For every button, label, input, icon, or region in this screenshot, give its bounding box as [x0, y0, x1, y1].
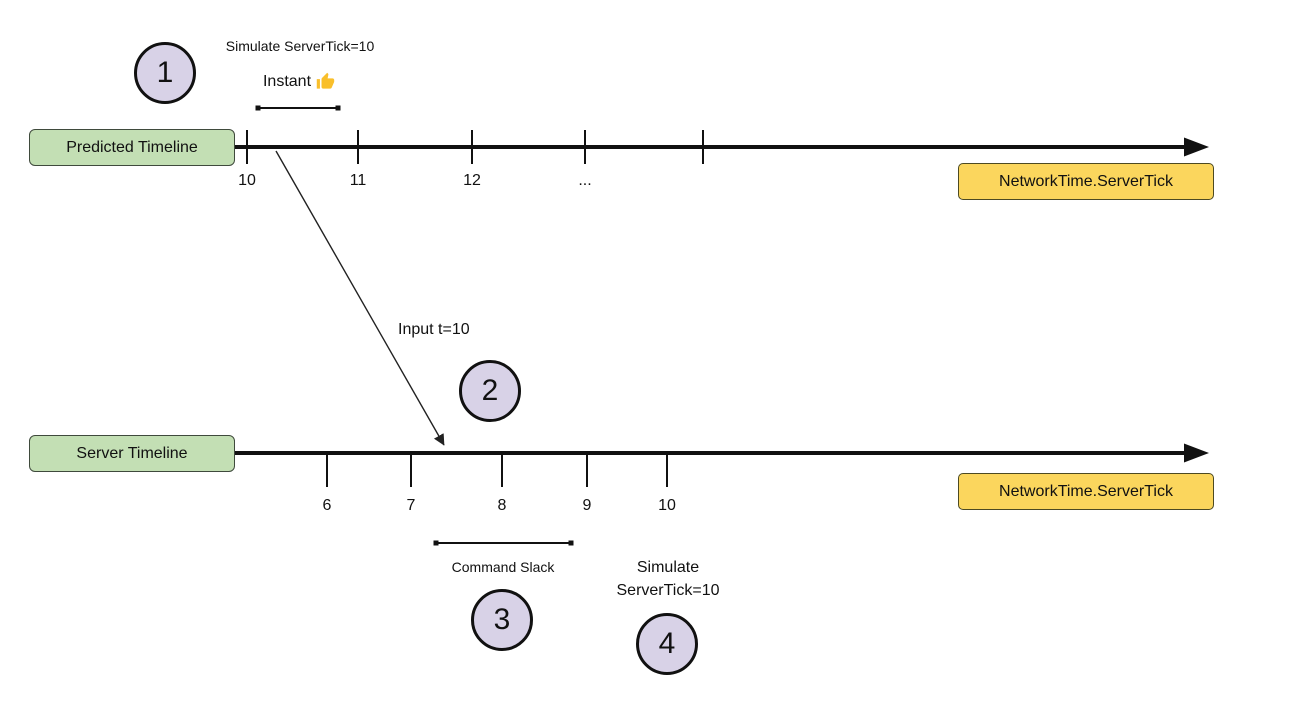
- predicted-tick-label-2: 12: [463, 172, 481, 189]
- simulate-servertick-label-bottom: Simulate ServerTick=10: [617, 556, 720, 602]
- server-tick-label-1: 7: [406, 497, 416, 514]
- instant-label: Instant: [262, 72, 312, 90]
- thumbs-up-icon: [316, 72, 335, 89]
- server-timeline-label-box: Server Timeline: [29, 435, 235, 472]
- predicted-axis-ticks: [246, 130, 704, 164]
- input-label: Input t=10: [398, 321, 470, 338]
- simulate-line-1: Simulate: [636, 559, 700, 576]
- predicted-timeline-label-box: Predicted Timeline: [29, 129, 235, 166]
- predicted-tick-label-3: ...: [578, 172, 592, 189]
- step-4-marker: 4: [636, 613, 698, 675]
- server-tick-label-4: 10: [658, 497, 676, 514]
- server-axis-arrowhead: [1184, 443, 1209, 463]
- server-axis-ticks: [326, 455, 668, 487]
- predicted-tick-label-0: 10: [238, 172, 256, 189]
- simulate-line-2: ServerTick=10: [616, 582, 720, 599]
- input-arrow: [275, 150, 445, 446]
- server-tick-label-2: 8: [497, 497, 507, 514]
- network-time-badge-server: NetworkTime.ServerTick: [958, 473, 1214, 510]
- network-time-badge-predicted: NetworkTime.ServerTick: [958, 163, 1214, 200]
- instant-label-row: Instant: [263, 72, 335, 91]
- instant-range-bracket: [255, 105, 341, 111]
- command-slack-label: Command Slack: [451, 559, 555, 575]
- step-2-marker: 2: [459, 360, 521, 422]
- server-tick-label-3: 9: [582, 497, 592, 514]
- server-tick-label-0: 6: [322, 497, 332, 514]
- predicted-tick-label-1: 11: [349, 172, 367, 189]
- command-slack-bracket: [433, 540, 574, 546]
- step-1-marker: 1: [134, 42, 196, 104]
- predicted-axis-arrowhead: [1184, 137, 1209, 157]
- simulate-servertick-label-top: Simulate ServerTick=10: [225, 38, 375, 54]
- step-3-marker: 3: [471, 589, 533, 651]
